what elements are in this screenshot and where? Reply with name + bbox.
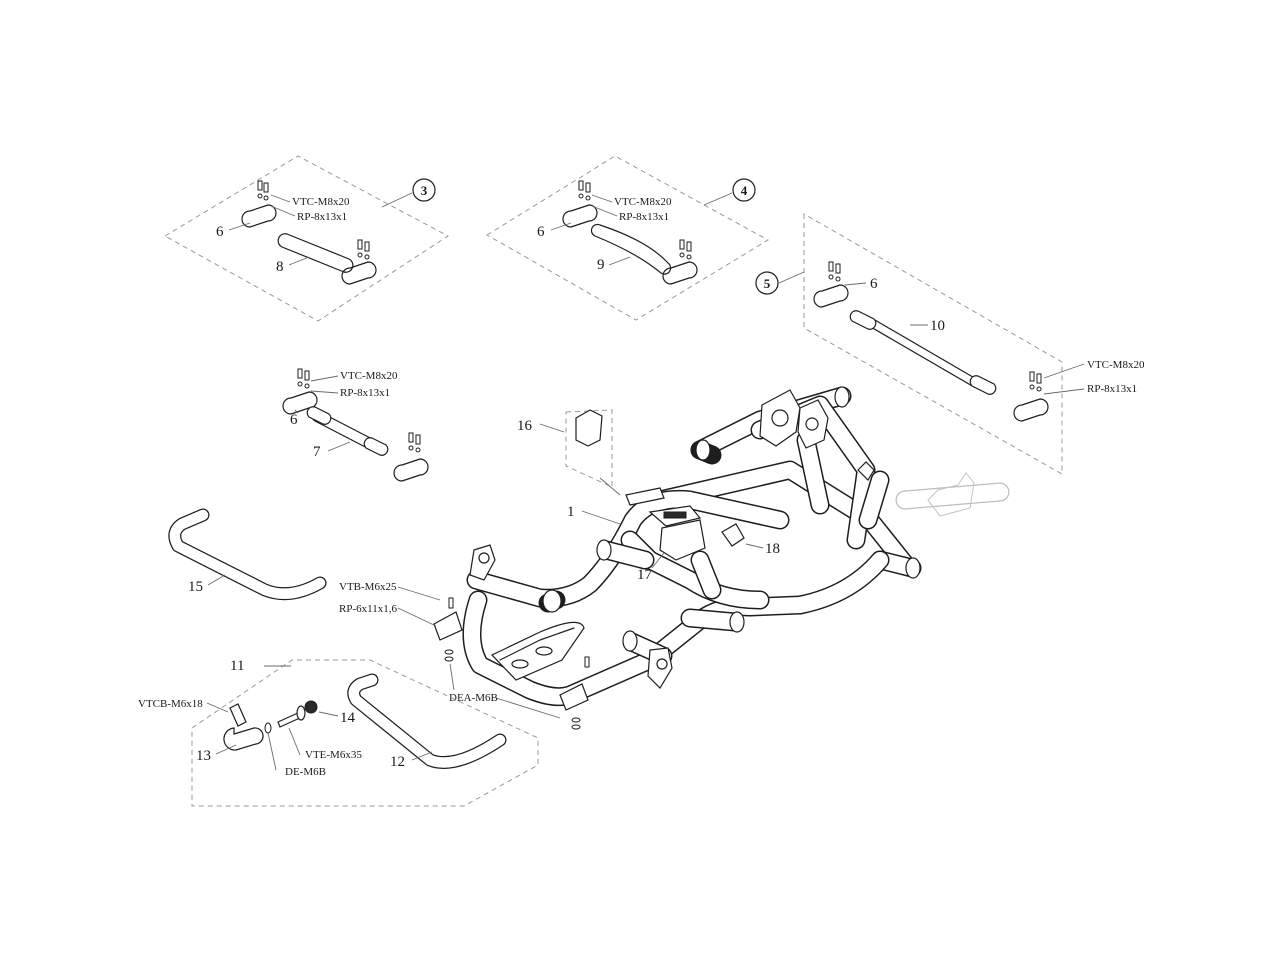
label-rp-8x13x1: RP-8x13x1 — [340, 387, 390, 399]
clamp-icon — [559, 683, 589, 711]
part-number-6: 6 — [537, 224, 545, 240]
part-18-clip: 18 — [721, 523, 780, 557]
group-4-kit: 4 VTC-M8x20 RP-8x13x1 6 9 — [486, 155, 769, 321]
bearing-carrier-icon — [759, 389, 829, 449]
pedal-bracket-icon — [625, 487, 706, 561]
part-number-9: 9 — [597, 257, 605, 273]
bolt-icon — [229, 703, 247, 727]
label-rp-8x13x1: RP-8x13x1 — [297, 211, 347, 223]
main-chassis-frame — [433, 386, 1010, 730]
part-15-bar: 15 — [168, 508, 327, 601]
group-5-kit: 5 6 10 VTC-M8x20 RP-8x13x1 — [755, 213, 1145, 475]
part-number-16: 16 — [517, 418, 533, 434]
bolt-pair-icon — [297, 368, 310, 389]
group-5-badge: 5 — [764, 276, 771, 291]
part-number-6: 6 — [216, 224, 224, 240]
bolt-pair-icon — [357, 239, 370, 260]
part-number-1: 1 — [567, 504, 575, 520]
bolt-pair-icon — [1029, 371, 1042, 392]
bolt-pair-icon — [578, 180, 591, 201]
label-vtb-m6x25: VTB-M6x25 — [339, 581, 397, 593]
clamp-icon — [223, 727, 264, 751]
knob-icon — [304, 700, 318, 714]
part-number-7: 7 — [313, 444, 321, 460]
label-rp-8x13x1: RP-8x13x1 — [619, 211, 669, 223]
part-number-14: 14 — [340, 710, 356, 726]
group-4-badge: 4 — [741, 183, 748, 198]
label-vtc-m8x20: VTC-M8x20 — [614, 196, 672, 208]
adjustable-bar-icon — [861, 314, 981, 389]
clamp-icon — [433, 611, 463, 641]
part-number-6: 6 — [290, 412, 298, 428]
bolt-pair-icon — [257, 180, 269, 201]
label-de-m6b: DE-M6B — [285, 766, 326, 778]
part-number-8: 8 — [276, 259, 284, 275]
label-vtcb-m6x18: VTCB-M6x18 — [138, 698, 203, 710]
label-dea-m6b: DEA-M6B — [449, 692, 498, 704]
part-number-18: 18 — [765, 541, 780, 557]
bracket-icon — [575, 409, 603, 447]
group-3-kit: 3 VTC-M8x20 RP-8x13x1 6 8 — [164, 155, 449, 322]
bolt-pair-icon — [408, 432, 421, 453]
part-number-17: 17 — [637, 567, 653, 583]
bolt-pair-icon — [679, 239, 692, 260]
floor-tray-icon — [490, 621, 585, 681]
label-vte-m6x35: VTE-M6x35 — [305, 749, 362, 761]
part-number-10: 10 — [930, 318, 945, 334]
part-number-12: 12 — [390, 754, 405, 770]
bent-tube-icon — [590, 223, 672, 275]
part-7-assembly: VTC-M8x20 RP-8x13x1 6 7 — [282, 368, 429, 482]
clip-icon — [721, 523, 745, 547]
washer-icon — [264, 722, 272, 734]
part-number-15: 15 — [188, 579, 203, 595]
front-right-spindle-icon — [647, 647, 673, 689]
part-number-6: 6 — [870, 276, 878, 292]
label-rp-6x11x1-6: RP-6x11x1,6 — [339, 603, 397, 615]
part-number-13: 13 — [196, 748, 211, 764]
straight-tube-icon — [277, 233, 354, 273]
label-rp-8x13x1: RP-8x13x1 — [1087, 383, 1137, 395]
label-vtc-m8x20: VTC-M8x20 — [1087, 359, 1145, 371]
part-number-11: 11 — [230, 658, 244, 674]
group-11-kit: 11 12 VTCB-M6x18 13 DE-M6B VTE-M6x35 14 — [138, 658, 539, 807]
group-3-badge: 3 — [421, 183, 428, 198]
bolt-pair-icon — [828, 261, 841, 282]
front-left-spindle-icon — [469, 544, 496, 581]
label-vtc-m8x20: VTC-M8x20 — [292, 196, 350, 208]
label-vtc-m8x20: VTC-M8x20 — [340, 370, 398, 382]
part-16-bracket: 16 — [517, 409, 621, 496]
